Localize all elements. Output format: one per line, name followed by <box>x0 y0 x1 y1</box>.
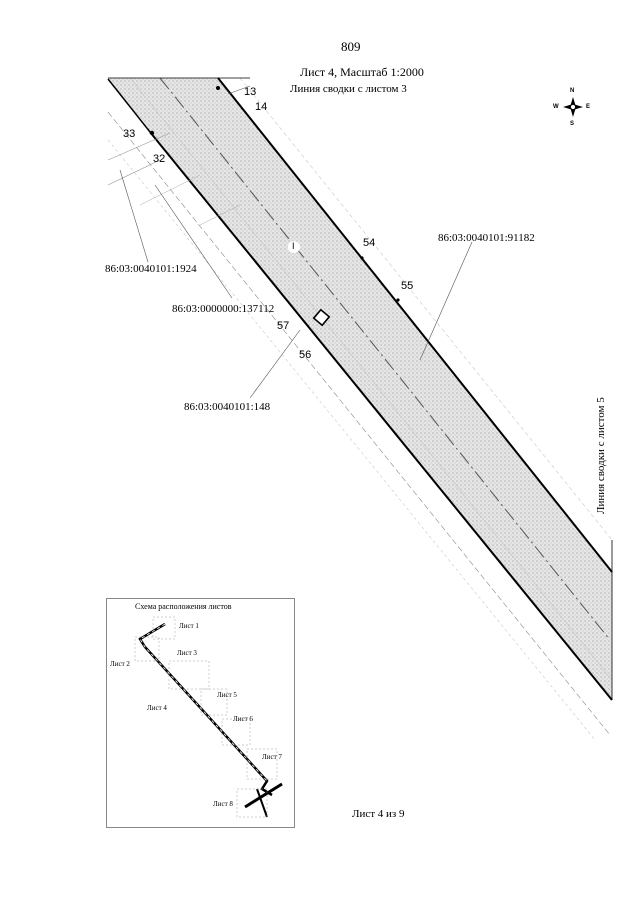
leader-line <box>119 169 149 263</box>
point-label-14: 14 <box>255 101 268 113</box>
zone-label: I <box>292 241 295 251</box>
structure-marker <box>312 308 331 327</box>
matchline-top-label: Линия сводки с листом 3 <box>290 83 407 95</box>
inset-route <box>134 616 283 818</box>
inset-sheet-5: Лист 5 <box>217 691 237 699</box>
inset-sheet-8: Лист 8 <box>213 800 233 808</box>
inset-sheet-2: Лист 2 <box>110 660 130 668</box>
point-marker <box>216 86 220 90</box>
cadastral-label-1924: 86:03:0040101:1924 <box>105 263 197 275</box>
compass-west: W <box>553 104 559 110</box>
page-number: 809 <box>341 39 361 54</box>
point-label-33: 33 <box>123 128 136 140</box>
inset-sheet-6: Лист 6 <box>233 715 253 723</box>
compass-rose-icon <box>563 97 583 117</box>
cadastral-label-137112: 86:03:0000000:137112 <box>172 303 275 315</box>
point-label-56: 56 <box>299 349 312 361</box>
point-label-55: 55 <box>401 280 414 292</box>
cadastral-label-91182: 86:03:0040101:91182 <box>438 232 535 244</box>
compass-east: E <box>586 104 591 110</box>
leader-line <box>249 329 301 399</box>
leader-line <box>154 184 233 299</box>
corridor-border-right <box>217 77 613 573</box>
point-label-54: 54 <box>363 237 376 249</box>
corridor-border-top-left <box>107 78 151 133</box>
parcel-line <box>107 111 611 736</box>
parcel-line <box>129 77 613 681</box>
inset-sheet-3: Лист 3 <box>177 649 197 657</box>
point-marker <box>396 298 400 302</box>
parcel-line <box>199 204 241 226</box>
inset-sheet-1: Лист 1 <box>179 622 199 630</box>
inset-sheet-4: Лист 4 <box>147 704 167 712</box>
point-label-13: 13 <box>244 86 257 98</box>
leader-line <box>227 85 251 95</box>
point-marker <box>149 130 155 136</box>
sheet-footer: Лист 4 из 9 <box>352 808 405 820</box>
corridor-border-left <box>149 131 613 701</box>
parcel-line <box>107 159 161 186</box>
matchline-right-label: Линия сводки с листом 5 <box>595 397 607 514</box>
compass-south: S <box>570 121 575 127</box>
sheet-layout-inset: Схема расположения листов Лист 1 Лист 2 … <box>106 598 295 828</box>
sheet-header: Лист 4, Масштаб 1:2000 <box>300 65 424 79</box>
point-label-32: 32 <box>153 153 166 165</box>
inset-sheet-7: Лист 7 <box>262 753 282 761</box>
point-label-57: 57 <box>277 320 290 332</box>
parcel-line <box>139 174 201 206</box>
cadastral-label-148: 86:03:0040101:148 <box>184 401 271 413</box>
compass-north: N <box>570 88 575 94</box>
inset-title: Схема расположения листов <box>135 602 232 611</box>
leader-line <box>419 241 473 361</box>
point-marker <box>360 256 364 260</box>
parcel-line <box>107 139 596 741</box>
parcel-line <box>107 132 171 161</box>
zone-badge <box>288 241 300 253</box>
parcel-line <box>239 77 613 541</box>
